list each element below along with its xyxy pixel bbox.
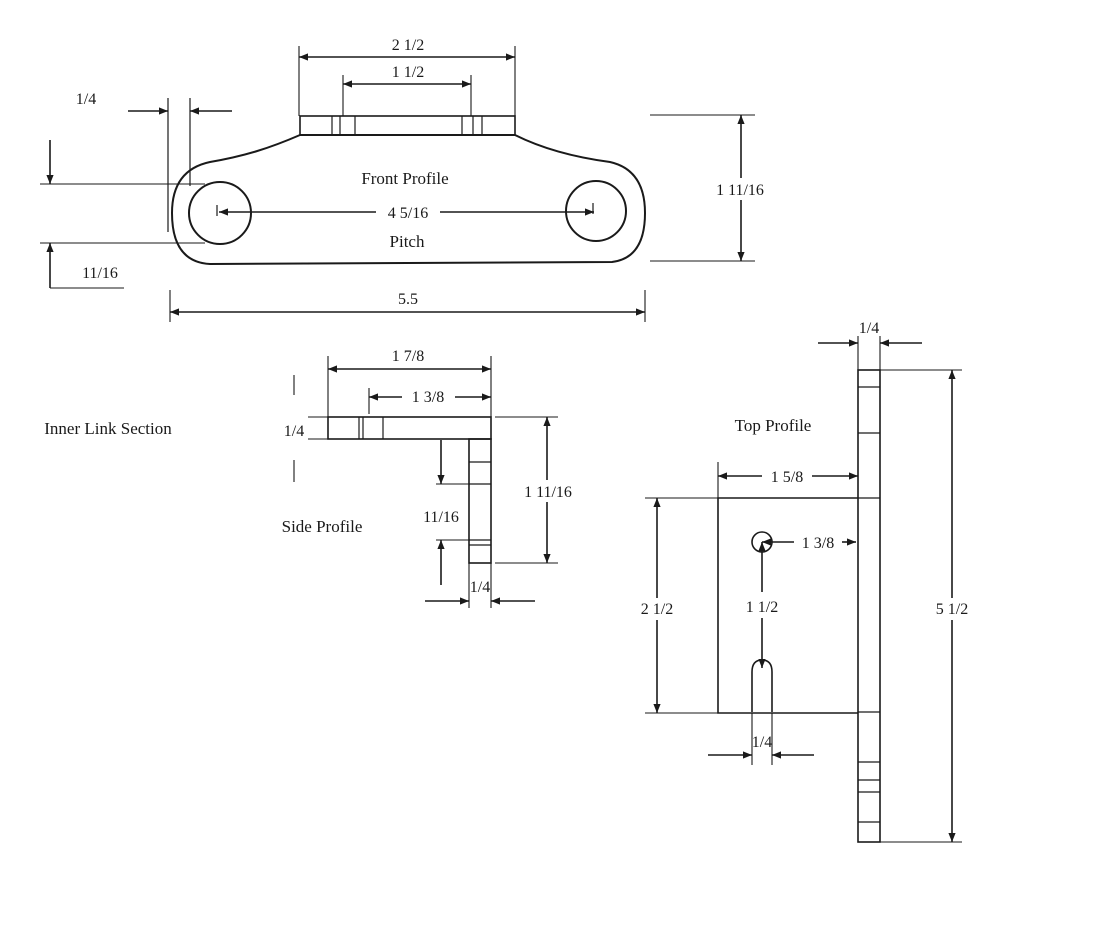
front-left-hole (188, 181, 252, 245)
front-dim-overall-length: 5.5 (398, 291, 418, 308)
top-plate (717, 497, 858, 714)
front-dim-top-outer: 2 1/2 (392, 37, 424, 54)
side-dim-thickness: 1/4 (284, 423, 304, 440)
front-dim-hole-left: 11/16 (82, 265, 118, 282)
front-profile-view: 2 1/2 1 1/2 1/4 11/16 4 5/16 Front Profi… (40, 34, 772, 322)
front-profile-title: Front Profile (361, 169, 448, 188)
front-top-tab (299, 115, 516, 136)
top-vertical-bar (857, 369, 881, 843)
front-dim-pitch: 4 5/16 (388, 205, 428, 222)
front-dim-top-inner: 1 1/2 (392, 64, 424, 81)
top-dim-depth: 1 5/8 (771, 469, 803, 486)
top-profile-view: 1/4 Top Profile 1 5/8 1 3/8 1 1/2 2 1/2 … (632, 320, 978, 843)
top-dim-plate-height: 2 1/2 (641, 601, 673, 618)
inner-link-section-title: Inner Link Section (44, 419, 172, 438)
top-dim-hole-spacing: 1 1/2 (746, 599, 778, 616)
top-dim-width: 1/4 (859, 320, 879, 337)
top-dim-hole-width: 1/4 (752, 734, 772, 751)
top-dim-hole-offset: 1 3/8 (802, 535, 834, 552)
front-pitch-label: Pitch (390, 232, 425, 251)
side-vertical-leg (468, 438, 492, 564)
top-dim-overall-height: 5 1/2 (936, 601, 968, 618)
front-dim-left-width: 1/4 (76, 91, 96, 108)
side-dim-top-inner: 1 3/8 (412, 389, 444, 406)
front-right-hole (565, 180, 627, 242)
front-dim-height: 1 11/16 (716, 182, 764, 199)
top-profile-title: Top Profile (735, 416, 812, 435)
side-dim-bottom-width: 1/4 (470, 579, 490, 596)
side-profile-view: 1 7/8 1 3/8 1/4 1 11/16 11/16 1/4 Side P… (282, 345, 578, 608)
side-dim-segment: 11/16 (423, 509, 459, 526)
side-dim-height: 1 11/16 (524, 484, 572, 501)
side-horizontal-arm (327, 416, 492, 440)
side-profile-title: Side Profile (282, 517, 363, 536)
side-dim-top-outer: 1 7/8 (392, 348, 424, 365)
front-link-outline (170, 134, 647, 266)
